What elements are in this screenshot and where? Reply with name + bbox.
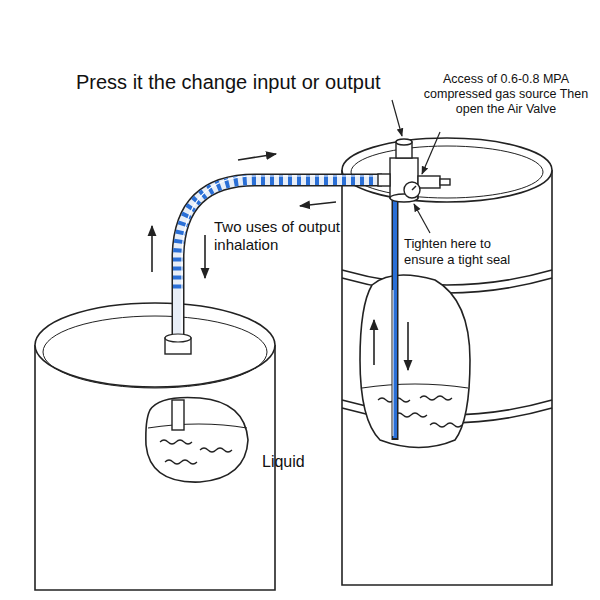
pump-unit (378, 139, 450, 202)
drum-cutaway (360, 275, 470, 447)
drum-top (342, 138, 552, 202)
callout-label: Liquid (262, 452, 342, 471)
callout-label: Access of 0.6-0.8 MPA compressed gas sou… (418, 72, 594, 117)
left-tank-rim (35, 303, 275, 387)
left-tank-cutaway (146, 398, 248, 483)
drum-body (342, 170, 552, 585)
callout-label: Press it the change input or output (76, 70, 406, 94)
callout-label: Tighten here to ensure a tight seal (404, 236, 532, 267)
callout-label: Two uses of output inhalation (214, 218, 349, 254)
